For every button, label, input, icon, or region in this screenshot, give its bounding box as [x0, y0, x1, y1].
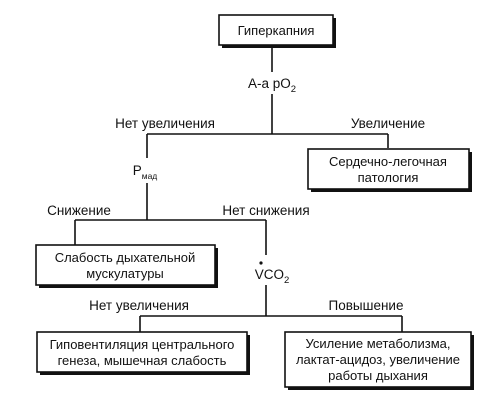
svg-text:VCO2: VCO2: [255, 267, 290, 286]
node-respiratory-weakness: Слабость дыхательной мускулатуры: [35, 244, 218, 288]
branch-label-raise: Повышение: [329, 298, 404, 313]
node-metabolism-line3: работы дыхания: [328, 368, 428, 383]
node-cardiopulmonary: Сердечно-легочная патология: [307, 148, 472, 192]
branch-label-no-decrease: Нет снижения: [222, 203, 309, 218]
node-metabolism-line1: Усиление метаболизма,: [306, 336, 451, 351]
node-respiratory-weakness-line1: Слабость дыхательной: [55, 250, 196, 265]
decision-vco2-main: VCO: [255, 267, 284, 282]
decision-pmax: Pмад: [133, 163, 158, 181]
decision-aa-subscript: 2: [291, 84, 296, 95]
node-central-hypoventilation: Гиповентиляция центрального генеза, мыше…: [36, 331, 250, 375]
node-hypercapnia: Гиперкапния: [218, 14, 336, 48]
node-respiratory-weakness-line2: мускулатуры: [86, 266, 164, 281]
decision-aa-gradient: A-a pO2: [248, 76, 296, 95]
decision-pmax-main: P: [133, 163, 142, 178]
node-cardiopulmonary-line1: Сердечно-легочная: [329, 154, 447, 169]
branch-label-decrease: Снижение: [47, 203, 111, 218]
decision-aa-prefix: A-a pO: [248, 76, 291, 91]
decision-vco2-subscript: 2: [284, 275, 289, 286]
node-metabolism-line2: лактат-ацидоз, увеличение: [296, 352, 460, 367]
node-metabolism: Усиление метаболизма, лактат-ацидоз, уве…: [284, 331, 474, 390]
node-cardiopulmonary-line2: патология: [358, 170, 419, 185]
connectors: [74, 46, 403, 332]
decision-pmax-subscript: мад: [142, 171, 158, 181]
node-central-hypoventilation-line1: Гиповентиляция центрального: [50, 337, 235, 352]
decision-vco2: VCO2: [255, 261, 290, 286]
node-central-hypoventilation-line2: генеза, мышечная слабость: [58, 353, 227, 368]
branch-label-no-increase-2: Нет увеличения: [89, 298, 189, 313]
branch-label-increase: Увеличение: [351, 116, 425, 131]
vco2-dot-mark: [259, 261, 263, 265]
node-hypercapnia-label: Гиперкапния: [238, 23, 315, 38]
branch-label-no-increase: Нет увеличения: [115, 116, 215, 131]
